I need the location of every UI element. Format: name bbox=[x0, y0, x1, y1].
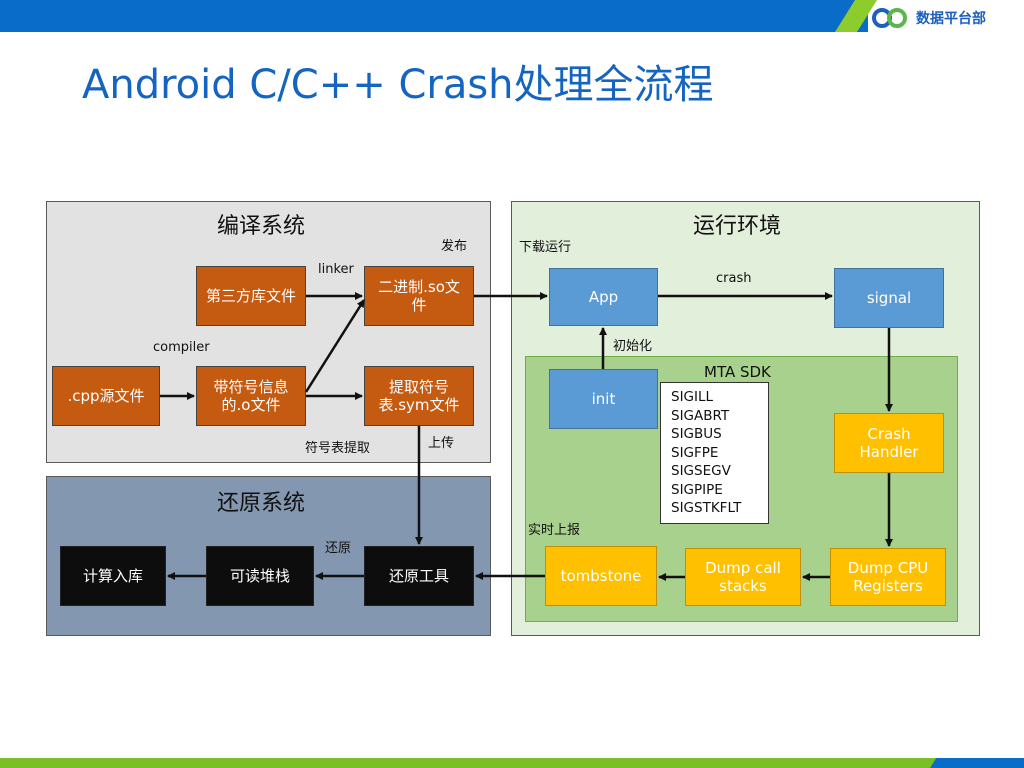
page-title: Android C/C++ Crash处理全流程 bbox=[82, 62, 714, 108]
crash-label: crash bbox=[716, 271, 752, 286]
symbol-extract-label: 符号表提取 bbox=[305, 441, 371, 456]
brand-name: 数据平台部 bbox=[916, 11, 986, 27]
compute-node: 计算入库 bbox=[60, 546, 166, 606]
header-blue-stripe bbox=[0, 0, 868, 32]
crash-handler-node: Crash Handler bbox=[834, 413, 944, 473]
restore-label: 还原 bbox=[325, 541, 352, 556]
footer-green-stripe bbox=[0, 758, 960, 768]
extract-symbol-node: 提取符号表.sym文件 bbox=[364, 366, 474, 426]
signal-list: SIGILL SIGABRT SIGBUS SIGFPE SIGSEGV SIG… bbox=[660, 382, 769, 524]
app-node: App bbox=[549, 268, 658, 326]
linker-label: linker bbox=[318, 262, 354, 277]
symbol-o-node: 带符号信息的.o文件 bbox=[196, 366, 306, 426]
arrow-o-to-so bbox=[304, 299, 366, 393]
restore-system-title: 还原系统 bbox=[217, 491, 306, 516]
restore-tool-node: 还原工具 bbox=[364, 546, 474, 606]
realtime-report-label: 实时上报 bbox=[528, 523, 581, 538]
upload-label: 上传 bbox=[428, 436, 455, 451]
header-bar bbox=[0, 0, 1024, 32]
signal-node: signal bbox=[834, 268, 944, 328]
signal-item: SIGABRT bbox=[671, 407, 730, 424]
dump-cpu-registers-node: Dump CPU Registers bbox=[830, 548, 946, 606]
footer-bar bbox=[0, 758, 1024, 768]
compiler-label: compiler bbox=[153, 340, 210, 355]
publish-label: 发布 bbox=[441, 239, 468, 254]
init-node: init bbox=[549, 369, 658, 429]
dump-call-stacks-node: Dump call stacks bbox=[685, 548, 801, 606]
brand: 数据平台部 bbox=[870, 6, 986, 30]
readable-stack-node: 可读堆栈 bbox=[206, 546, 314, 606]
signal-item: SIGBUS bbox=[671, 426, 722, 443]
brand-logo-icon bbox=[872, 8, 907, 28]
mta-sdk-title: MTA SDK bbox=[704, 363, 771, 381]
init-label: 初始化 bbox=[613, 339, 653, 354]
signal-item: SIGILL bbox=[671, 389, 714, 406]
cpp-source-node: .cpp源文件 bbox=[52, 366, 160, 426]
tombstone-node: tombstone bbox=[545, 546, 657, 606]
binary-so-node: 二进制.so文件 bbox=[364, 266, 474, 326]
download-run-label: 下载运行 bbox=[519, 240, 572, 255]
runtime-title: 运行环境 bbox=[693, 214, 782, 239]
signal-item: SIGSEGV bbox=[671, 463, 731, 480]
signal-item: SIGFPE bbox=[671, 444, 719, 461]
signal-item: SIGPIPE bbox=[671, 481, 723, 498]
signal-item: SIGSTKFLT bbox=[671, 500, 742, 517]
compile-system-title: 编译系统 bbox=[217, 214, 306, 239]
third-party-lib-node: 第三方库文件 bbox=[196, 266, 306, 326]
